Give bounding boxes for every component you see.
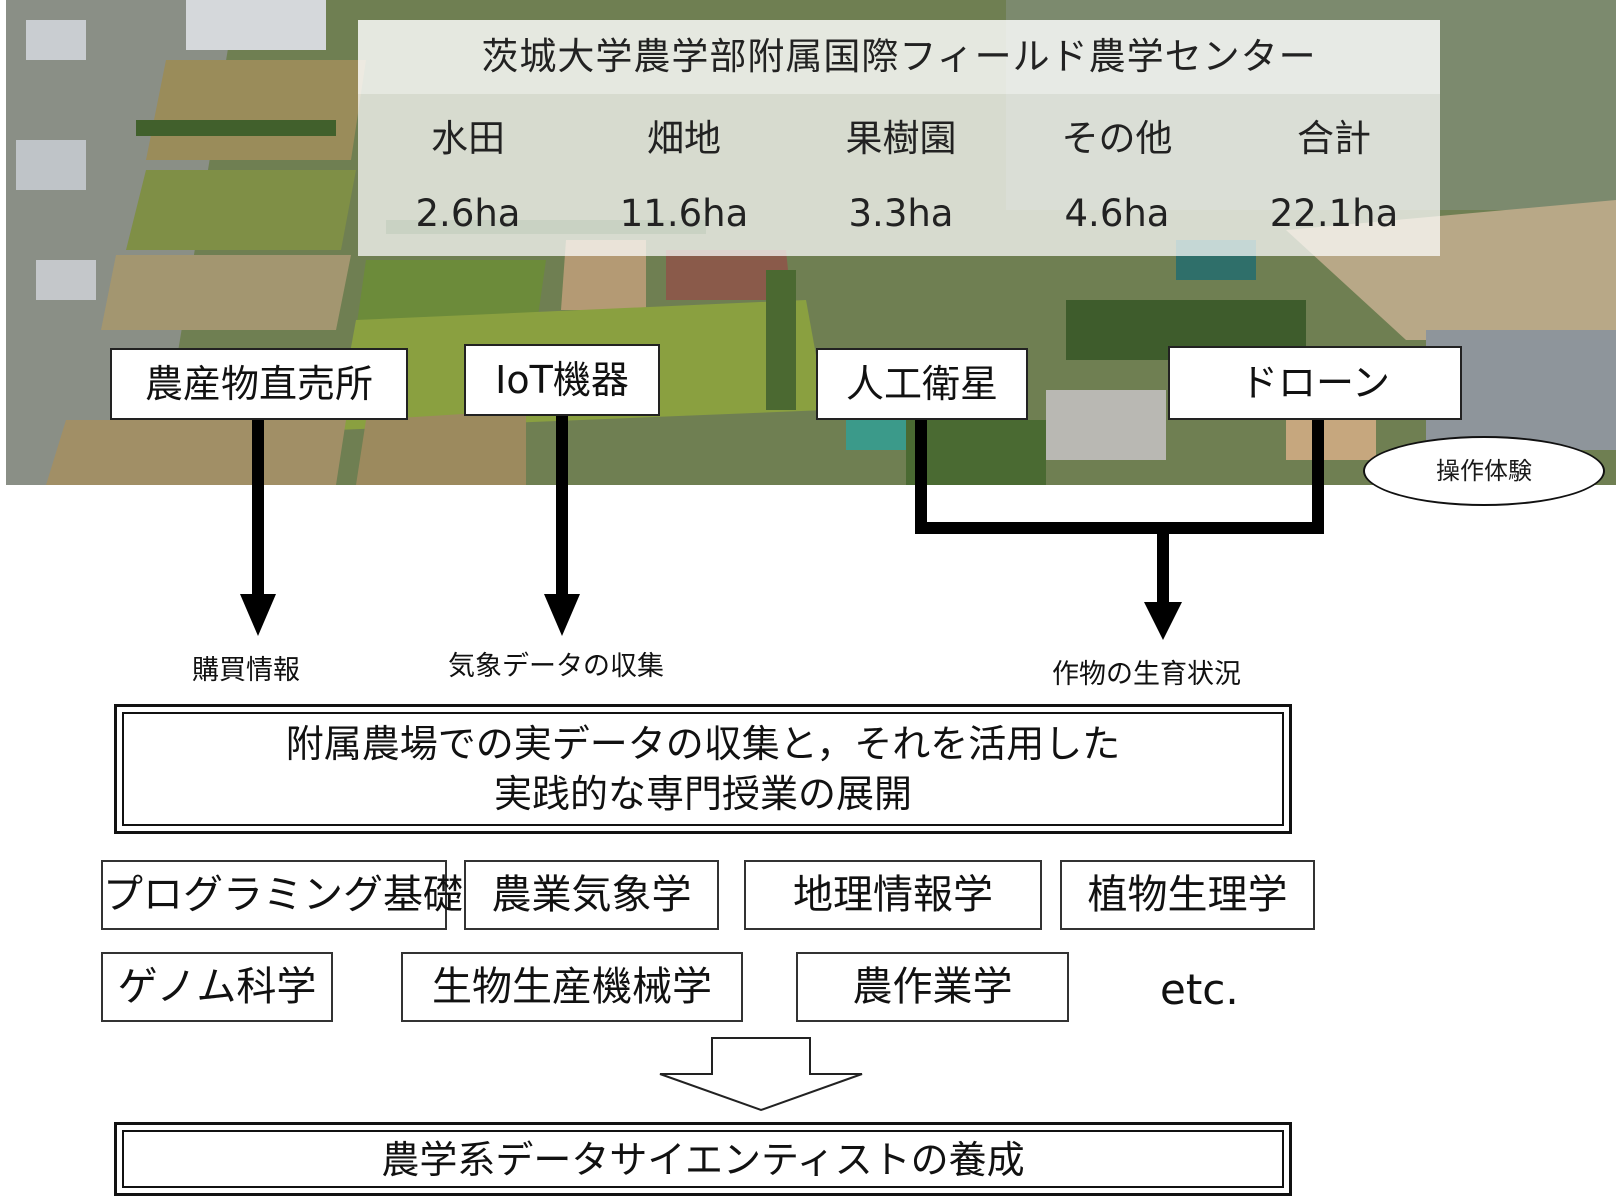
hollow-down-arrow-shape [659,1037,863,1112]
practical-course-line2: 実践的な専門授業の展開 [493,772,912,816]
course-genome-science: ゲノム科学 [101,952,333,1022]
satellite-box: 人工衛星 [816,348,1028,420]
arrow-bracket-join [915,522,1324,534]
courses-etc-label: etc. [1160,965,1239,1014]
course-programming-basics: プログラミング基礎 [101,860,463,930]
stat-header-paddy: 水田 [431,117,505,160]
hands-on-note-ellipse: 操作体験 [1363,436,1605,506]
stat-value-total: 22.1ha [1269,192,1399,235]
goal-box: 農学系データサイエンティストの養成 [114,1122,1292,1196]
practical-course-line1: 附属農場での実データの収集と，それを活用した [285,722,1121,766]
course-agricultural-meteorology: 農業気象学 [464,860,719,930]
course-plant-physiology: 植物生理学 [1060,860,1315,930]
caption-purchase-info: 購買情報 [192,655,300,686]
center-title-banner: 茨城大学農学部附属国際フィールド農学センター [358,20,1440,94]
caption-crop-growth: 作物の生育状況 [1052,659,1241,690]
iot-device-box: IoT機器 [464,344,660,416]
direct-sales-box: 農産物直売所 [110,348,408,420]
hollow-down-arrow [659,1037,863,1112]
practical-course-box: 附属農場での実データの収集と，それを活用した 実践的な専門授業の展開 [114,704,1292,834]
stat-header-other: その他 [1061,117,1173,160]
arrow-head-iot [544,594,580,636]
course-farm-work-science: 農作業学 [796,952,1069,1022]
course-geographic-information: 地理情報学 [744,860,1042,930]
stat-header-field: 畑地 [647,117,721,160]
stat-value-orchard: 3.3ha [848,192,954,235]
practical-course-box-inner-border [122,712,1284,826]
stat-header-total: 合計 [1297,117,1371,160]
land-area-table: 水田 畑地 果樹園 その他 合計 2.6ha 11.6ha 3.3ha 4.6h… [358,94,1440,256]
arrow-head-growth [1144,602,1182,640]
caption-weather-data: 気象データの収集 [448,651,664,682]
stat-header-orchard: 果樹園 [845,117,957,160]
course-bioproduction-machinery: 生物生産機械学 [401,952,743,1022]
goal-box-inner-border [122,1130,1284,1188]
arrow-shaft-growth [1157,532,1169,604]
goal-text: 農学系データサイエンティストの養成 [381,1138,1025,1182]
arrow-head-direct-sales [240,594,276,636]
drone-box: ドローン [1168,346,1462,420]
center-title: 茨城大学農学部附属国際フィールド農学センター [481,35,1317,78]
stat-value-other: 4.6ha [1064,192,1170,235]
stat-value-field: 11.6ha [619,192,749,235]
stat-value-paddy: 2.6ha [415,192,521,235]
